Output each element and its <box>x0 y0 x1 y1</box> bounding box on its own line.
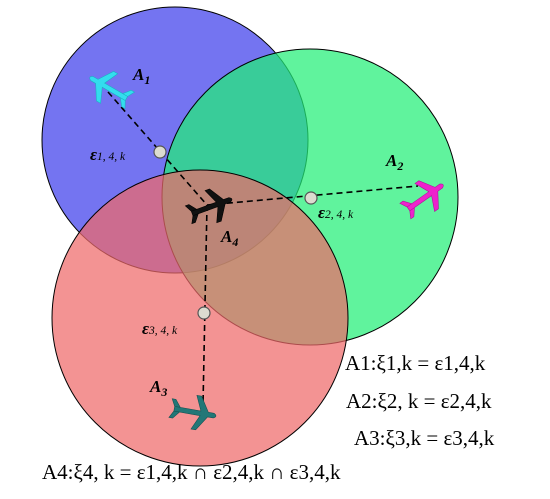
epsilon-point-2-4 <box>304 191 318 205</box>
equation-a2: A2:ξ2, k = ε2,4,k <box>346 389 492 413</box>
epsilon-point-3-4 <box>197 306 211 320</box>
epsilon-label-1-4: ε1, 4, k <box>90 145 126 164</box>
equation-a1: A1:ξ1,k = ε1,4,k <box>345 351 486 375</box>
agent-label-a3: A3 <box>149 377 167 399</box>
equation-a4: A4:ξ4, k = ε1,4,k ∩ ε2,4,k ∩ ε3,4,k <box>42 460 341 484</box>
epsilon-label-3-4: ε3, 4, k <box>142 319 178 338</box>
epsilon-point-1-4 <box>153 145 167 159</box>
agent-label-a1: A1 <box>132 65 150 87</box>
epsilon-label-2-4: ε2, 4, k <box>318 203 354 222</box>
agent-label-a2: A2 <box>385 151 403 173</box>
agent-label-a4: A4 <box>220 227 238 249</box>
equation-a3: A3:ξ3,k = ε3,4,k <box>354 426 495 450</box>
link-a4-a3 <box>202 204 208 406</box>
